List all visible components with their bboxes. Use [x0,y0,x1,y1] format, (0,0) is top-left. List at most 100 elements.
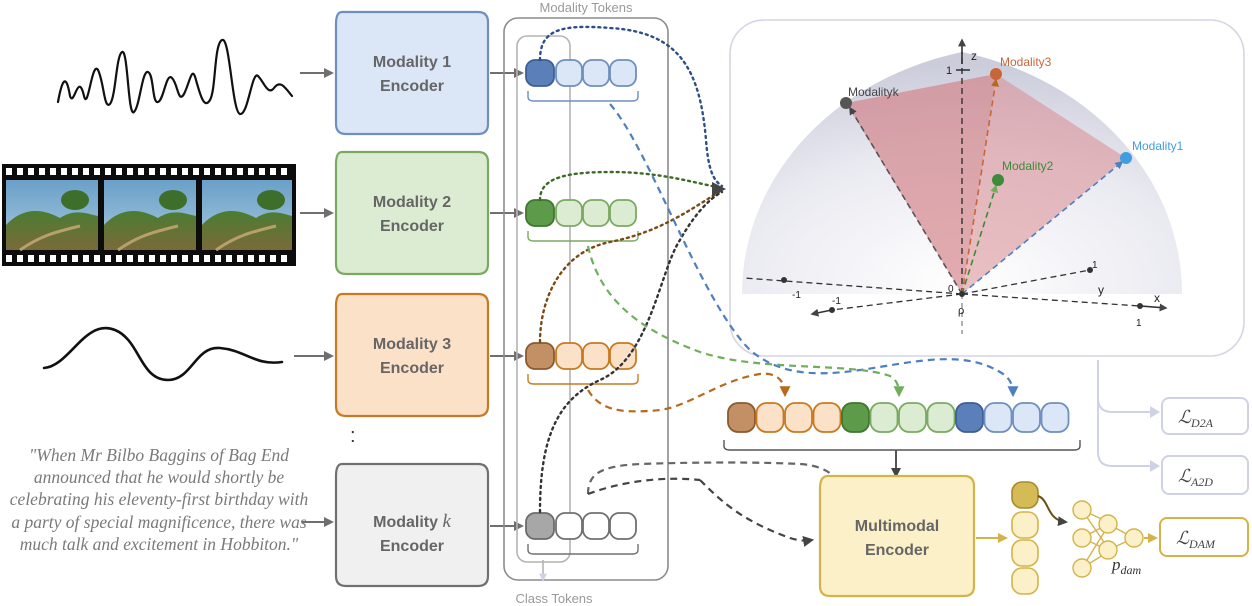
modality-1-token-row [525,59,639,102]
sprocket-hole [39,168,45,175]
audio-waveform-icon [56,38,294,116]
sprocket-hole [17,168,23,175]
sprocket-hole [182,255,188,262]
cls-to-mlp-arrow [1037,495,1068,527]
axis-z-label: z [971,49,977,63]
token-group-brace [527,231,639,242]
sprocket-hole [270,255,276,262]
sequence-token [955,402,984,433]
class-tokens-frame [516,35,571,563]
film-sprocket-holes [6,168,287,262]
sprocket-hole [204,255,210,262]
sprocket-hole [116,168,122,175]
sprocket-hole [215,255,221,262]
sprocket-hole [215,168,221,175]
class-token [525,59,555,87]
class-token-connectors [538,25,724,514]
sequence-token [812,402,842,433]
sprocket-hole [28,168,34,175]
modality-token [609,512,637,540]
sprocket-hole [72,168,78,175]
point-label-modalityk: Modalityk [848,85,900,99]
token-rows [525,59,639,555]
modality-token [582,199,610,227]
modality-token [582,512,610,540]
svg-text:ℒD2A: ℒD2A [1178,407,1214,430]
multimodal-encoder-subtitle: Encoder [865,542,929,559]
sprocket-hole [127,255,133,262]
sequence-token [784,402,813,433]
video-frame-1 [6,180,98,252]
sprocket-hole [94,168,100,175]
point-label-modality1: Modality1 [1132,139,1184,153]
modality-token [555,199,583,227]
sequence-token [727,402,756,433]
sprocket-hole [50,168,56,175]
video-frame-3 [202,180,292,252]
point-label-modality3: Modality3 [1000,55,1052,69]
sprocket-hole [105,168,111,175]
sprocket-hole [237,255,243,262]
modality-3-encoder: Modality 3 Encoder [334,292,490,418]
loss-arrowheads [1150,406,1160,472]
axis-y-label: y [1098,283,1104,297]
sprocket-hole [193,255,199,262]
sequence-token [898,402,927,433]
sequence-token [755,402,785,433]
tick-rho: ρ [958,305,964,317]
sprocket-hole [17,255,23,262]
modality-token [609,59,637,87]
sprocket-hole [149,168,155,175]
sprocket-hole [138,255,144,262]
encoder-2-title: Modality 2 [373,194,451,211]
sprocket-hole [138,168,144,175]
sprocket-hole [281,255,287,262]
encoder-2-subtitle: Encoder [380,218,444,235]
sequence-token [926,402,956,433]
dam-head-network [1072,500,1144,578]
sprocket-hole [39,255,45,262]
sprocket-hole [61,168,67,175]
sprocket-hole [160,255,166,262]
sprocket-hole [171,255,177,262]
modality-tokens-label: Modality Tokens [540,0,633,15]
sequence-token [1012,402,1041,433]
token-group-brace [527,374,639,385]
sprocket-hole [83,255,89,262]
tick-z-top: 1 [946,65,952,77]
sprocket-hole [193,168,199,175]
token-group-brace [527,91,639,102]
p-dam-label: pdam [1111,555,1142,577]
sprocket-hole [259,168,265,175]
sprocket-hole [50,255,56,262]
connector-arrow-head [712,182,726,196]
sprocket-hole [6,168,12,175]
class-token [525,512,555,540]
sprocket-hole [204,168,210,175]
sprocket-hole [226,255,232,262]
encoder-3-subtitle: Encoder [380,360,444,377]
modality-k-encoder: Modality k Encoder [334,462,490,588]
modality-token [555,342,583,370]
modality-k-token-row [525,512,639,555]
class-token [525,199,555,227]
sprocket-hole [171,168,177,175]
text-input-quote: "When Mr Bilbo Baggins of Bag End announ… [9,445,309,554]
encoder-ellipsis: : [350,425,356,447]
modality-2-token-row [525,199,639,242]
video-frame-2 [104,180,196,252]
modality-token [609,199,637,227]
encoder-k-subtitle: Encoder [380,538,444,555]
modality-token [555,59,583,87]
sprocket-hole [237,168,243,175]
audio-wave-simple-icon [42,326,284,382]
svg-text:ℒA2D: ℒA2D [1178,466,1213,489]
sequence-token [983,402,1013,433]
svg-text:ℒDAM: ℒDAM [1176,528,1216,551]
sprocket-hole [281,168,287,175]
modality-1-encoder: Modality 1 Encoder [334,10,490,136]
sprocket-hole [270,168,276,175]
sequence-brace [723,440,1081,451]
class-token [525,342,555,370]
